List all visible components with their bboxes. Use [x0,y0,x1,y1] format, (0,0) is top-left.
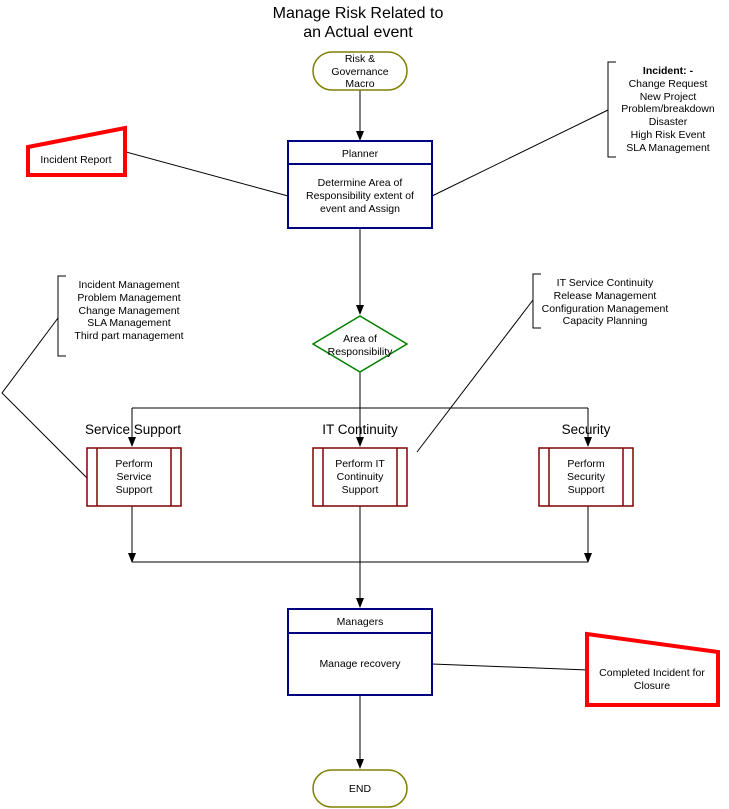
incident-type-item: Disaster [649,116,688,128]
it-continuity-process-box [312,447,408,507]
incident-report-shape [26,125,127,177]
incident-types-annotation: Incident: - Change Request New Project P… [607,61,715,158]
incident-types-heading: Incident: - [643,65,694,77]
service-support-scope-annotation: Incident Management Problem Management C… [57,275,184,357]
diagram-title: Manage Risk Related to an Actual event [273,5,444,41]
it-continuity-scope-item: Release Management [554,290,657,302]
start-terminal-text-3: Macro [345,78,374,90]
connectors [1,90,609,769]
decision-diamond [311,315,409,373]
title-line-1: Manage Risk Related to [273,5,444,22]
perform-service-support-process: Perform Service Support [86,447,182,507]
incident-type-item: New Project [640,91,697,103]
leader-incident-report [125,151,289,197]
area-of-responsibility-decision: Area of Responsibility [311,315,409,373]
it-continuity-scope-item: Configuration Management [542,303,669,315]
branch-label-it-continuity: IT Continuity [322,422,398,437]
it-continuity-scope-bracket [532,273,541,329]
planner-header: Planner [342,148,379,160]
service-support-process-text: Support [116,484,153,496]
start-terminal-text-1: Risk & [345,53,375,65]
service-support-scope-item: Incident Management [79,279,180,291]
leader-completed [431,663,589,671]
incident-type-item: Problem/breakdown [621,103,715,115]
planner-body-3: event and Assign [320,203,400,215]
leader-it-continuity-scope [416,299,534,453]
decision-text-2: Responsibility [328,346,394,358]
completed-incident-text-2: Closure [634,680,670,692]
perform-security-process: Perform Security Support [538,447,634,507]
it-continuity-process-text: Continuity [337,471,384,483]
it-continuity-scope-item: Capacity Planning [563,315,648,327]
it-continuity-process-text: Perform IT [335,458,385,470]
decision-text-1: Area of [343,333,377,345]
title-line-2: an Actual event [303,24,413,41]
service-support-process-text: Service [116,471,151,483]
security-process-text: Security [567,471,606,483]
managers-header: Managers [337,616,384,628]
branch-label-security: Security [562,422,611,437]
incident-type-item: Change Request [629,78,708,90]
planner-process: Planner Determine Area of Responsibility… [287,140,433,229]
branch-labels: Service Support IT Continuity Security [85,422,611,437]
branch-label-service-support: Service Support [85,422,181,437]
perform-it-continuity-process: Perform IT Continuity Support [312,447,408,507]
planner-body-1: Determine Area of [318,177,403,189]
service-support-scope-item: Third part management [74,330,183,342]
security-process-box [538,447,634,507]
incident-report-label: Incident Report [40,154,111,166]
start-terminal-shape [312,51,408,91]
service-support-scope-item: SLA Management [87,317,171,329]
service-support-process-box [86,447,182,507]
completed-incident-text-1: Completed Incident for [599,667,705,679]
service-support-process-text: Perform [115,458,153,470]
security-process-text: Support [568,484,605,496]
service-support-scope-bracket [57,275,66,357]
it-continuity-process-text: Support [342,484,379,496]
end-terminal: END [312,769,408,808]
end-terminal-label: END [349,783,372,795]
service-support-scope-item: Change Management [79,305,180,317]
service-support-scope-item: Problem Management [77,292,180,304]
leader-incident-types [431,109,609,197]
managers-process: Managers Manage recovery [287,608,433,696]
planner-box [287,140,433,229]
planner-body-2: Responsibility extent of [306,190,414,202]
managers-box [287,608,433,696]
completed-incident-shape [585,631,720,707]
incident-type-item: SLA Management [626,142,710,154]
leader-service-support-scope [1,317,88,479]
security-process-text: Perform [567,458,605,470]
start-terminal-text-2: Governance [331,66,388,78]
completed-incident-box: Completed Incident for Closure [585,631,720,707]
managers-body: Manage recovery [319,658,401,670]
incident-type-item: High Risk Event [631,129,706,141]
end-terminal-shape [312,769,408,808]
incident-types-bracket [607,61,616,158]
start-terminal: Risk & Governance Macro [312,51,408,91]
it-continuity-scope-annotation: IT Service Continuity Release Management… [532,273,669,329]
it-continuity-scope-item: IT Service Continuity [557,277,654,289]
incident-report-box: Incident Report [26,125,127,177]
